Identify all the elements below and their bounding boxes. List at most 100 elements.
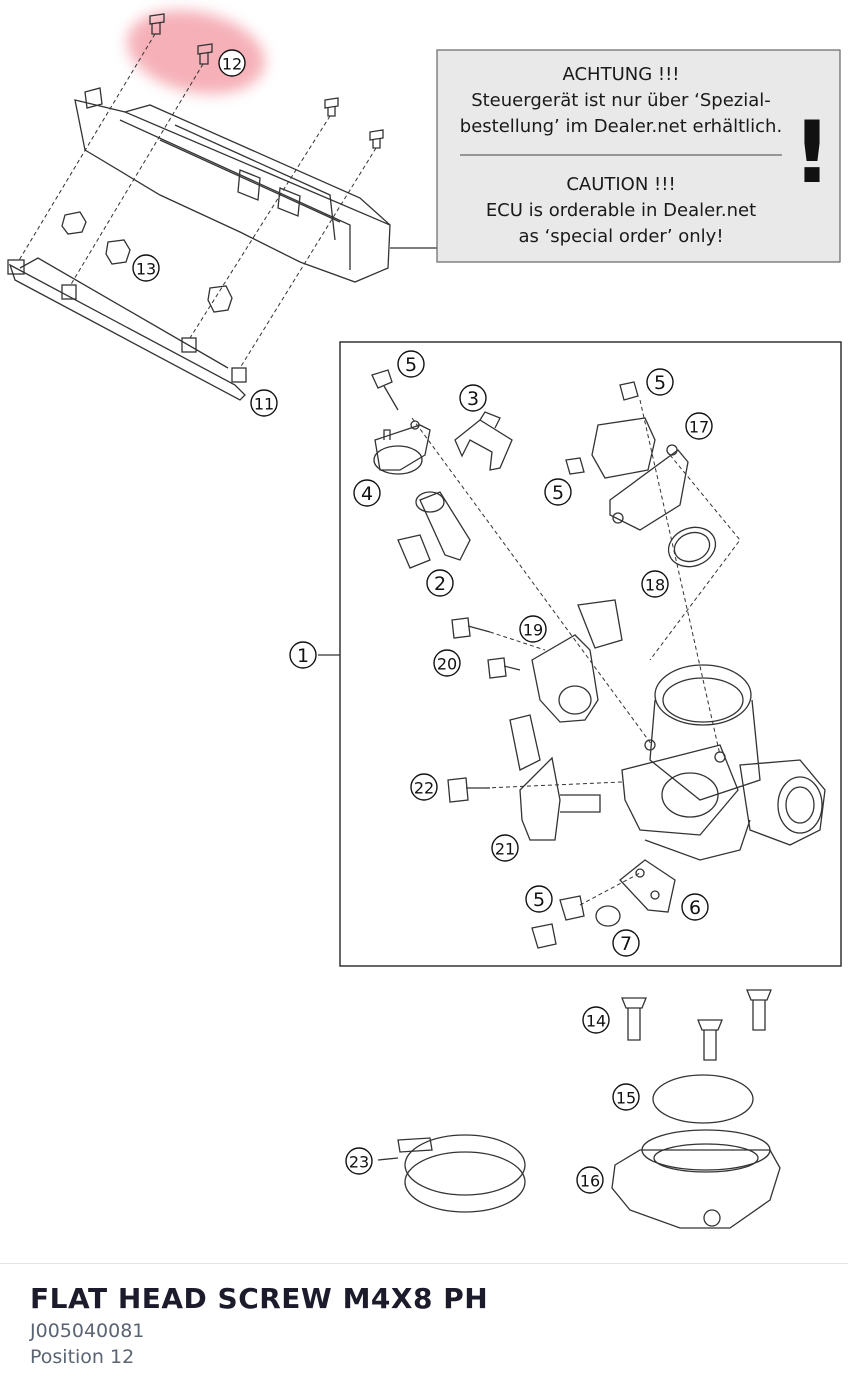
callout-number: 13 [136,260,156,279]
callout-1[interactable]: 1 [289,641,317,669]
callout-circle [345,1147,373,1175]
callout-5[interactable]: 5 [646,368,674,396]
callout-circle [289,641,317,669]
callout-5[interactable]: 5 [397,350,425,378]
notice-german-line-2: Steuergerät ist nur über ‘Spezial- [471,90,771,111]
callout-11[interactable]: 11 [250,389,278,417]
callout-number: 16 [580,1172,600,1191]
callout-number: 19 [523,621,543,640]
sensor-19[interactable] [531,599,623,723]
part-number: J005040081 [30,1320,145,1342]
callout-12[interactable]: 12 [218,49,246,77]
callout-number: 20 [437,655,457,674]
callout-13[interactable]: 13 [132,254,160,282]
ecu-assembly[interactable] [7,87,391,401]
callout-number: 4 [361,483,373,505]
sensor-4[interactable] [373,420,431,475]
hose-clamp-23[interactable] [377,1134,526,1213]
callout-circle [410,773,438,801]
callout-16[interactable]: 16 [576,1166,604,1194]
callout-number: 21 [495,840,515,859]
callout-circle [576,1166,604,1194]
callout-number: 7 [620,933,632,955]
callout-17[interactable]: 17 [685,412,713,440]
callout-circle [491,834,519,862]
callout-circle [250,389,278,417]
callout-circle [353,479,381,507]
callout-number: 12 [222,55,242,74]
callout-circle [132,254,160,282]
callout-22[interactable]: 22 [410,773,438,801]
o-ring-18[interactable] [663,521,721,573]
callout-number: 2 [434,573,446,595]
callout-circle [525,885,553,913]
part-detail-panel: FLAT HEAD SCREW M4X8 PH J005040081 Posit… [0,1263,848,1391]
notice-german-line-1: ACHTUNG !!! [562,64,679,85]
callout-number: 5 [533,889,545,911]
callout-circle [397,350,425,378]
callout-number: 23 [349,1153,369,1172]
screw-14[interactable] [621,989,772,1061]
callout-5[interactable]: 5 [544,478,572,506]
notice-english-line-2: ECU is orderable in Dealer.net [486,200,756,221]
exploded-parts-diagram: ACHTUNG !!! Steuergerät ist nur über ‘Sp… [7,0,842,1229]
callout-circle [612,929,640,957]
callout-circle [426,569,454,597]
callout-number: 3 [467,388,479,410]
callout-15[interactable]: 15 [612,1083,640,1111]
notice-german-line-3: bestellung’ im Dealer.net erhältlich. [460,116,782,137]
callout-number: 17 [689,418,709,437]
callout-number: 11 [254,395,274,414]
cap-7[interactable] [595,905,621,927]
callout-number: 14 [586,1012,606,1031]
callout-4[interactable]: 4 [353,479,381,507]
notice-english-line-3: as ‘special order’ only! [518,226,723,247]
callout-circle [433,649,461,677]
clip-3[interactable] [454,411,513,471]
exclamation-icon: ! [792,103,831,203]
part-name: FLAT HEAD SCREW M4X8 PH [30,1282,489,1315]
rubber-bushing-13[interactable] [61,211,233,313]
screw-12[interactable] [149,13,213,65]
callout-number: 5 [552,482,564,504]
idle-actuator-17[interactable] [565,381,689,531]
callout-7[interactable]: 7 [612,929,640,957]
callout-number: 5 [654,372,666,394]
callout-circle [641,570,669,598]
callout-circle [612,1083,640,1111]
intake-flange-16[interactable] [611,1129,781,1229]
callout-20[interactable]: 20 [433,649,461,677]
callout-21[interactable]: 21 [491,834,519,862]
callout-circle [685,412,713,440]
callout-2[interactable]: 2 [426,569,454,597]
o-ring-15[interactable] [652,1074,754,1124]
callout-6[interactable]: 6 [681,893,709,921]
callout-number: 15 [616,1089,636,1108]
notice-english-line-1: CAUTION !!! [566,174,675,195]
callout-circle [681,893,709,921]
throttle-body-1[interactable] [621,664,826,861]
callout-3[interactable]: 3 [459,384,487,412]
callout-19[interactable]: 19 [519,615,547,643]
callout-circle [544,478,572,506]
callout-14[interactable]: 14 [582,1006,610,1034]
callout-circle [459,384,487,412]
callout-circle [218,49,246,77]
callout-18[interactable]: 18 [641,570,669,598]
ecu-warning-notice: ACHTUNG !!! Steuergerät ist nur über ‘Sp… [436,49,841,263]
callout-number: 22 [414,779,434,798]
injector-2[interactable] [397,491,471,569]
throttle-body-group-frame [339,341,842,967]
callout-5[interactable]: 5 [525,885,553,913]
callout-23[interactable]: 23 [345,1147,373,1175]
selected-part-highlight[interactable] [119,0,273,106]
callout-number: 18 [645,576,665,595]
bracket-6[interactable] [619,859,676,913]
callout-circle [519,615,547,643]
throttle-position-sensor-21[interactable] [509,714,601,841]
part-position: Position 12 [30,1346,135,1368]
callout-circle [582,1006,610,1034]
callout-number: 6 [689,897,701,919]
callout-number: 1 [297,645,309,667]
callout-circle [646,368,674,396]
